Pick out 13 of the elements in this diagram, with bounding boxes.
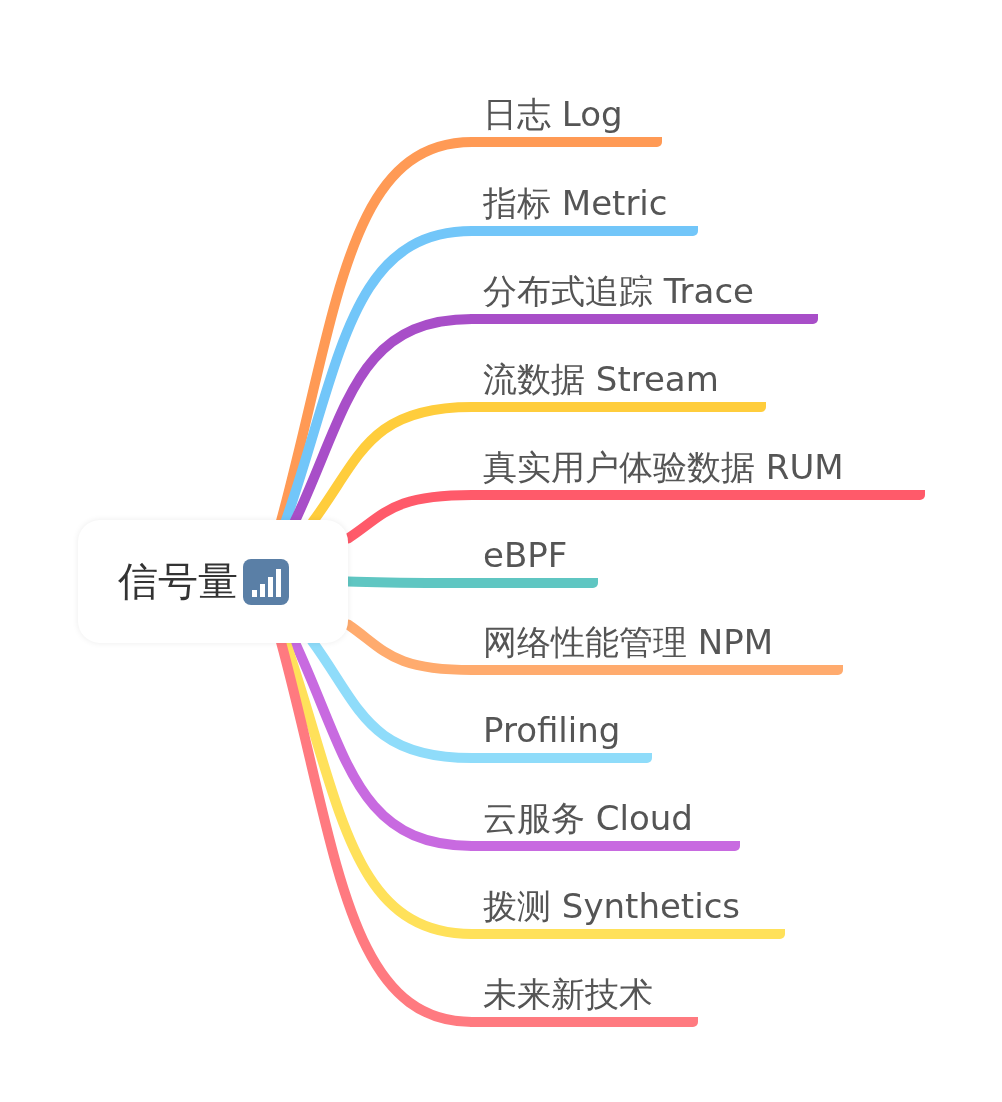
topic-text: 拨测 Synthetics [483,885,742,928]
topic-text: 日志 Log [483,93,624,136]
topic-text: 分布式追踪 Trace [483,270,755,313]
topic-text: 指标 Metric [483,182,669,225]
root-topic-card [78,520,348,643]
root-topic-text: 信号量 [118,557,238,606]
topic-text: 未来新技术 [483,973,654,1016]
topic-text: eBPF [483,534,569,577]
topic-text: 真实用户体验数据 RUM [483,446,845,489]
topic-text: 网络性能管理 NPM [483,621,775,664]
topic-text: 云服务 Cloud [483,797,694,840]
topic-text: Profiling [483,709,622,752]
topic-text: 流数据 Stream [483,358,720,401]
